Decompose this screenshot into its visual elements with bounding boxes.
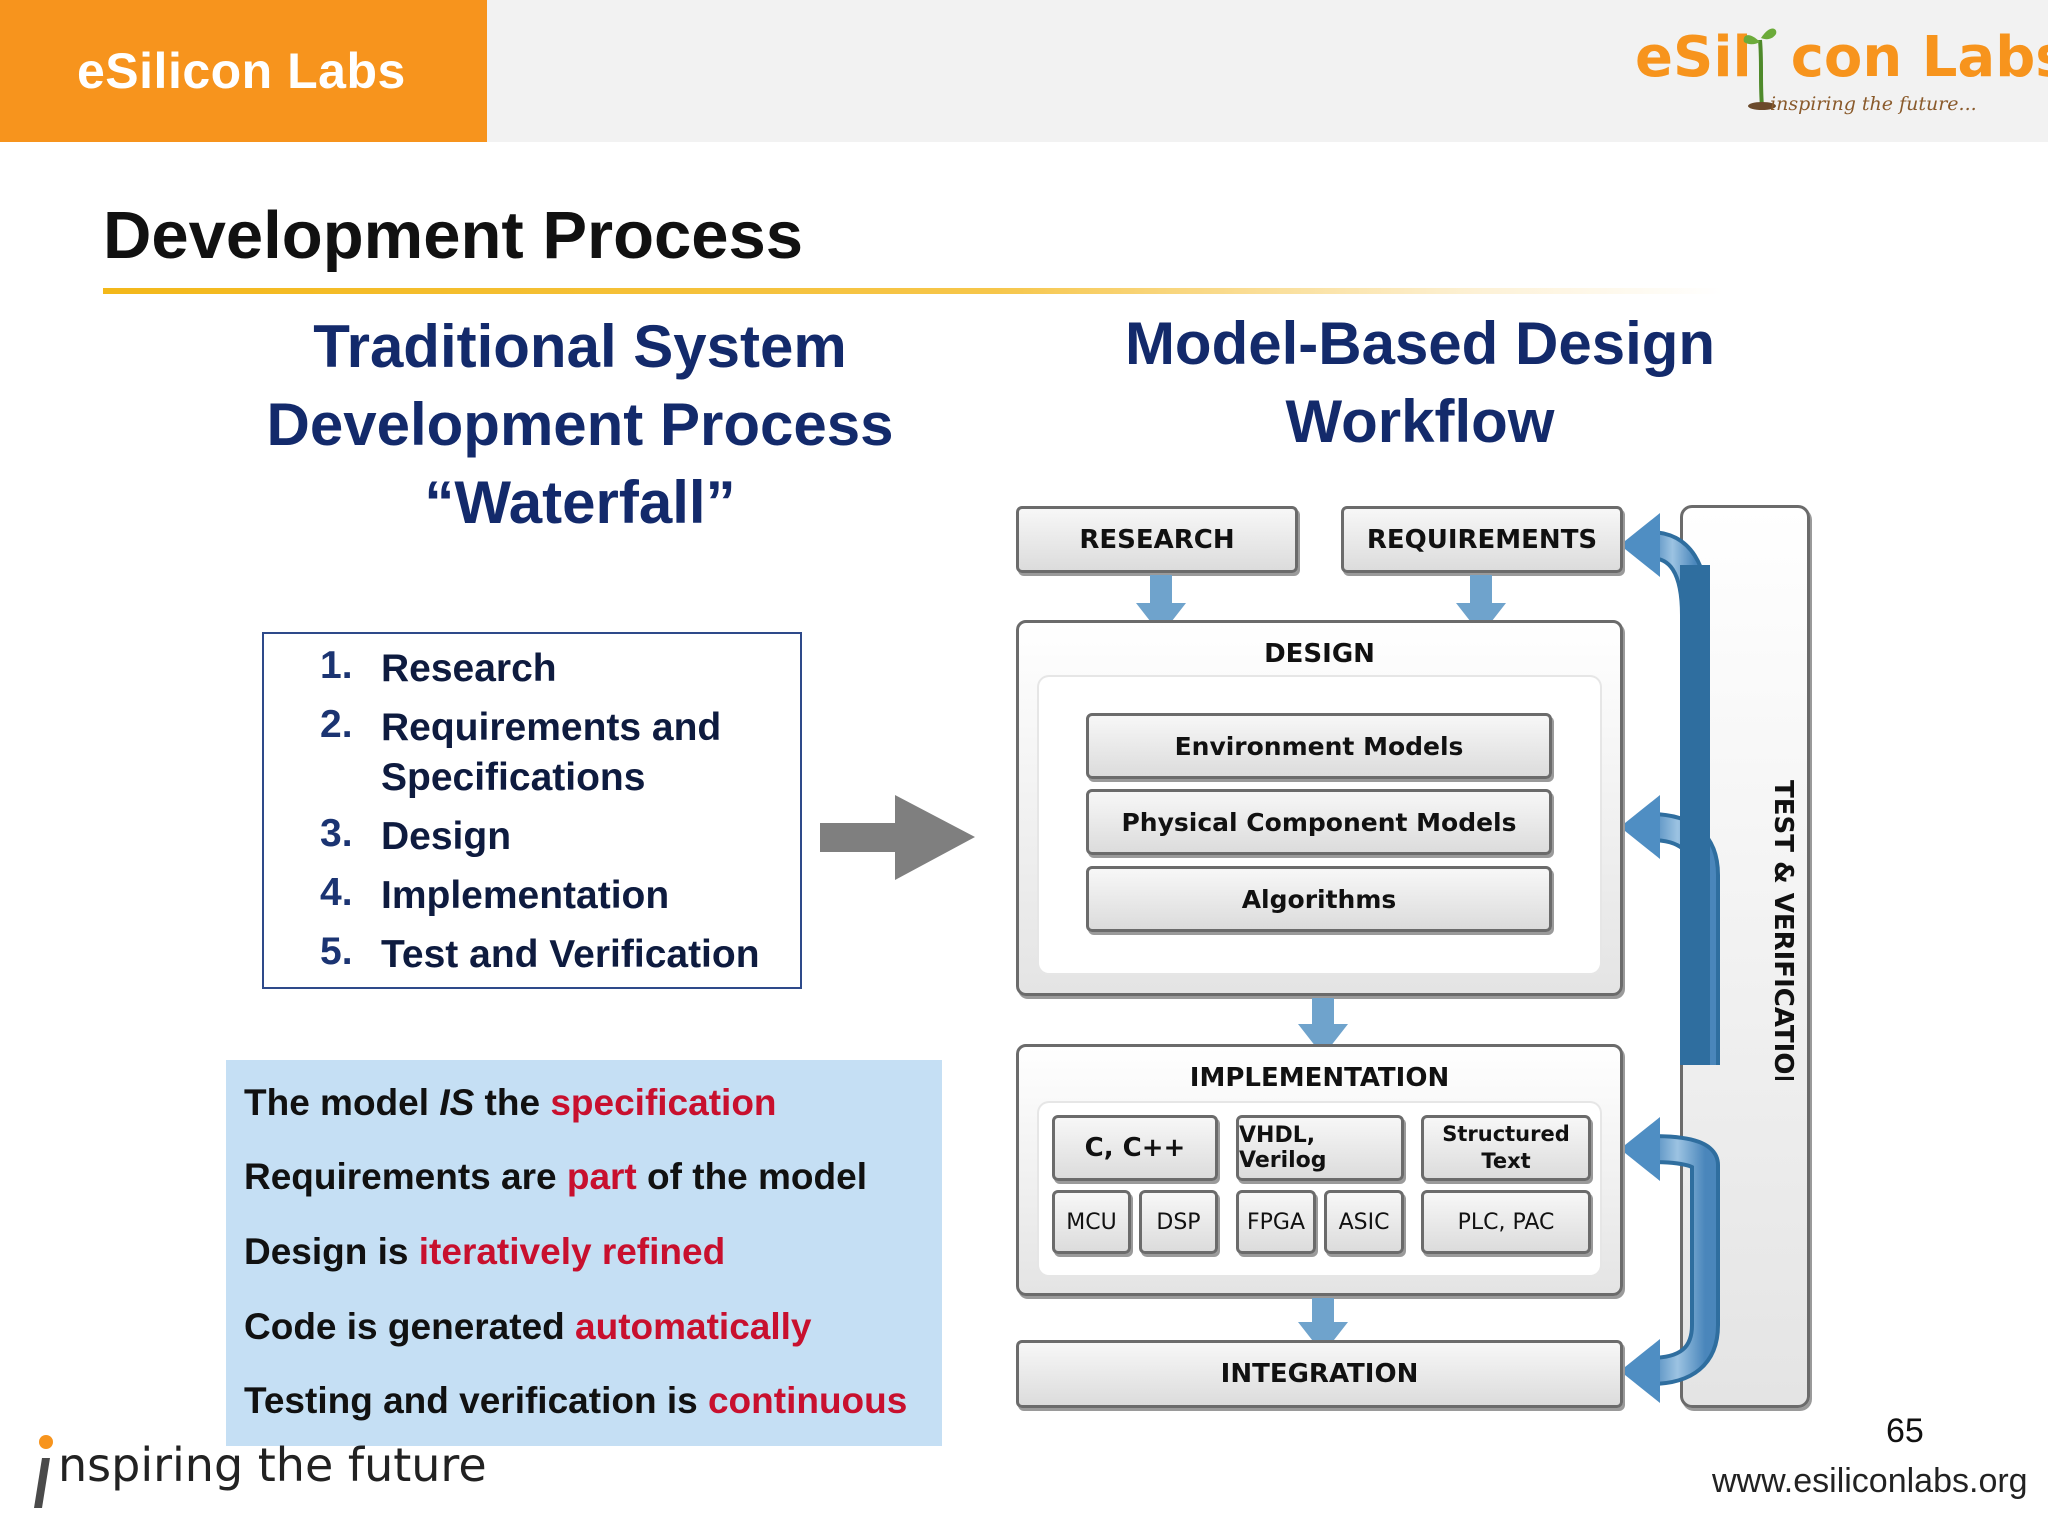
- logo-wordmark: eSil con Labs: [1635, 25, 2048, 90]
- down-arrow-icon: [1298, 998, 1348, 1056]
- environment-models-box: Environment Models: [1086, 713, 1552, 779]
- traditional-heading: Traditional System Development Process “…: [210, 308, 950, 542]
- footer-url: www.esiliconlabs.org: [1712, 1462, 2028, 1500]
- plc-pac-box: PLC, PAC: [1421, 1190, 1591, 1254]
- step-number: 5.: [320, 930, 353, 973]
- benefit-highlight: iteratively refined: [418, 1231, 726, 1272]
- title-underline: [103, 288, 1723, 294]
- benefit-highlight: specification: [550, 1082, 777, 1123]
- list-item: 5. Test and Verification: [320, 930, 760, 980]
- benefit-text: The model: [244, 1082, 440, 1123]
- benefit-text: Testing and verification is: [244, 1380, 708, 1421]
- research-label: RESEARCH: [1079, 524, 1235, 555]
- structured-text-label: Structured: [1442, 1122, 1570, 1146]
- step-text-line: Specifications: [381, 756, 646, 799]
- step-text: Research: [381, 647, 557, 690]
- benefit-text: Requirements are: [244, 1156, 567, 1197]
- page-title: Development Process: [103, 198, 804, 273]
- inspiring-i-icon: [34, 1435, 53, 1508]
- heading-line: Workflow: [1285, 388, 1555, 455]
- c-cpp-box: C, C++: [1052, 1115, 1218, 1181]
- benefit-highlight: part: [566, 1156, 637, 1197]
- research-box: RESEARCH: [1016, 506, 1298, 573]
- physical-component-models-box: Physical Component Models: [1086, 789, 1552, 855]
- esilicon-logo: eSil con Labs inspiring the future...: [1635, 25, 2048, 130]
- step-text: Design: [381, 815, 512, 858]
- test-verification-label: TEST & VERIFICATION: [1768, 780, 1798, 1080]
- algorithms-label: Algorithms: [1241, 884, 1397, 914]
- step-text: Implementation: [381, 874, 670, 917]
- sprout-icon: [1743, 28, 1777, 110]
- benefit-text: of the model: [636, 1156, 867, 1197]
- heading-line: Traditional System: [313, 313, 847, 380]
- benefit-line: Code is generated automatically: [244, 1306, 812, 1348]
- structured-text-box: Structured Text: [1421, 1115, 1591, 1181]
- down-arrow-icon: [1456, 575, 1506, 635]
- asic-box: ASIC: [1324, 1190, 1404, 1254]
- step-number: 4.: [320, 871, 353, 914]
- integration-box: INTEGRATION: [1016, 1340, 1623, 1408]
- benefit-highlight: continuous: [707, 1380, 908, 1421]
- asic-label: ASIC: [1338, 1209, 1390, 1235]
- plc-pac-label: PLC, PAC: [1457, 1209, 1555, 1235]
- mcu-box: MCU: [1052, 1190, 1131, 1254]
- environment-models-label: Environment Models: [1174, 731, 1464, 761]
- step-number: 3.: [320, 812, 353, 855]
- list-item: 4. Implementation: [320, 871, 669, 921]
- benefit-line: The model IS the specification: [244, 1082, 777, 1124]
- step-number: 2.: [320, 703, 353, 746]
- dsp-label: DSP: [1156, 1209, 1201, 1235]
- benefit-text: Code is generated: [244, 1306, 576, 1347]
- list-item: 1. Research: [320, 644, 557, 694]
- heading-line: “Waterfall”: [424, 469, 736, 536]
- brand-tab-label: eSilicon Labs: [77, 43, 406, 99]
- integration-label: INTEGRATION: [1220, 1359, 1419, 1389]
- benefit-text: the: [474, 1082, 551, 1123]
- step-number: 1.: [320, 644, 353, 687]
- mbd-heading: Model-Based Design Workflow: [1040, 305, 1800, 461]
- right-arrow-icon: [820, 795, 975, 880]
- step-text: Test and Verification: [381, 933, 760, 976]
- requirements-box: REQUIREMENTS: [1341, 506, 1623, 573]
- vhdl-verilog-label: VHDL, Verilog: [1239, 1123, 1327, 1173]
- algorithms-box: Algorithms: [1086, 866, 1552, 932]
- down-arrow-icon: [1136, 575, 1186, 635]
- mcu-label: MCU: [1066, 1209, 1117, 1235]
- list-item: 3. Design: [320, 812, 511, 862]
- benefit-emphasis: IS: [439, 1082, 475, 1123]
- benefit-line: Testing and verification is continuous: [244, 1380, 907, 1422]
- benefit-text: Design is: [244, 1231, 419, 1272]
- implementation-label: IMPLEMENTATION: [1189, 1063, 1450, 1093]
- down-arrow-icon: [1298, 1298, 1348, 1354]
- step-text-line: Requirements and: [381, 706, 722, 749]
- vhdl-verilog-box: VHDL, Verilog: [1236, 1115, 1404, 1181]
- feedback-arrows: [1620, 513, 1720, 1403]
- benefit-line: Requirements are part of the model: [244, 1156, 867, 1198]
- fpga-box: FPGA: [1236, 1190, 1316, 1254]
- brand-tab: eSilicon Labs: [0, 0, 487, 142]
- logo-tagline: inspiring the future...: [1770, 93, 1977, 115]
- structured-text-label: Text: [1481, 1149, 1531, 1173]
- benefit-line: Design is iteratively refined: [244, 1231, 725, 1273]
- footer-slogan: nspiring the future: [58, 1438, 487, 1492]
- requirements-label: REQUIREMENTS: [1366, 524, 1598, 555]
- svg-text:TEST & VERIFICATION: TEST & VERIFICATION: [1768, 780, 1798, 1080]
- heading-line: Model-Based Design: [1124, 310, 1716, 377]
- benefit-highlight: automatically: [575, 1306, 812, 1347]
- dsp-box: DSP: [1139, 1190, 1218, 1254]
- physical-component-models-label: Physical Component Models: [1121, 807, 1517, 837]
- heading-line: Development Process: [266, 391, 894, 458]
- page-number: 65: [1886, 1412, 1924, 1450]
- design-label: DESIGN: [1264, 639, 1375, 669]
- benefits-box: The model IS the specification Requireme…: [226, 1060, 942, 1446]
- fpga-label: FPGA: [1246, 1209, 1306, 1235]
- c-cpp-label: C, C++: [1084, 1133, 1186, 1163]
